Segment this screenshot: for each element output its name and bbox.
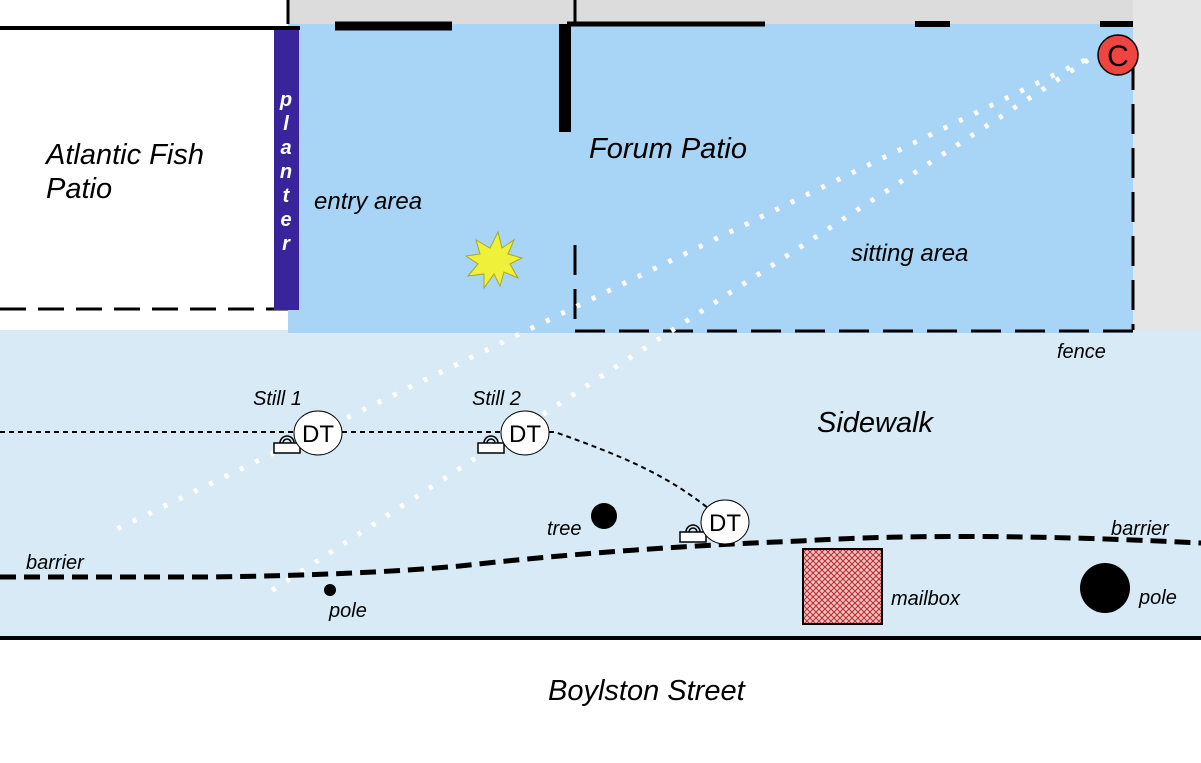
pole-icon-large [1080, 563, 1130, 613]
detector-label: DT [302, 421, 334, 448]
sightline-1 [263, 57, 1090, 598]
atlantic-patio-label-2: Patio [46, 173, 112, 205]
mailbox-label: mailbox [891, 588, 961, 610]
pole-label-right: pole [1138, 587, 1177, 609]
planter-letter: t [283, 185, 291, 207]
detector-label: DT [509, 421, 541, 448]
planter-letter: e [280, 209, 291, 231]
sidewalk-label: Sidewalk [817, 407, 935, 439]
signal-icon [685, 524, 701, 533]
planter-letter: r [282, 233, 291, 255]
detector-still-2: DT [477, 410, 550, 456]
planter-letter: l [283, 113, 289, 135]
planter-letter: n [280, 161, 292, 183]
top-building-strip [288, 0, 1201, 24]
planter-letter: a [280, 137, 291, 159]
barrier-line [0, 533, 1201, 580]
device-icon [273, 442, 301, 454]
device-icon [477, 442, 505, 454]
detector-label: DT [709, 510, 741, 537]
detector-3: DT [679, 499, 750, 545]
street-label: Boylston Street [548, 675, 747, 707]
patio-region [288, 24, 1133, 333]
pole-label-left: pole [328, 600, 367, 622]
detector-ellipse [293, 410, 343, 456]
detector-ellipse [500, 410, 550, 456]
still-2-label: Still 2 [472, 388, 521, 410]
still-1-label: Still 1 [253, 388, 302, 410]
right-building [1133, 0, 1201, 330]
detector-ellipse [700, 499, 750, 545]
signal-icon [483, 435, 499, 444]
tree-icon [591, 503, 617, 529]
camera-icon [1097, 34, 1139, 76]
forum-patio-label: Forum Patio [589, 133, 747, 165]
camera-label: C [1107, 40, 1129, 73]
planter [274, 30, 299, 310]
atlantic-patio-label-1: Atlantic Fish [44, 139, 204, 171]
blast-star-icon [464, 230, 524, 290]
device-icon [679, 531, 707, 543]
signal-icon [279, 435, 295, 444]
pole-icon-small [324, 584, 336, 596]
entry-area-label: entry area [314, 188, 422, 215]
barrier-label-right: barrier [1111, 518, 1170, 540]
fence-label: fence [1057, 341, 1106, 363]
tree-label: tree [547, 518, 581, 540]
sidewalk-region [0, 330, 1201, 637]
barrier-label-left: barrier [26, 552, 85, 574]
mailbox-icon [802, 548, 883, 625]
planter-letter: p [279, 89, 292, 111]
detector-still-1: DT [273, 410, 343, 456]
sitting-area-label: sitting area [851, 240, 968, 267]
